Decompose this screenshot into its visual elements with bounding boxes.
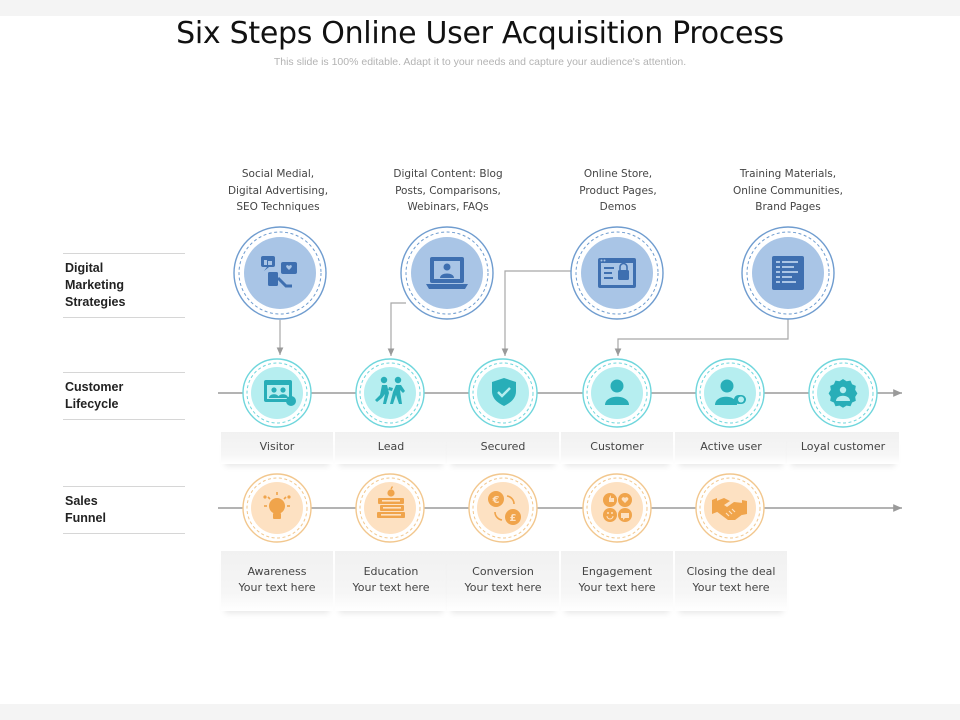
books-icon	[377, 486, 405, 518]
lifecycle-stage-label: Visitor	[221, 432, 333, 464]
visitor-icon	[264, 380, 296, 406]
handshake-icon	[712, 498, 747, 520]
funnel-node	[582, 473, 652, 543]
strategy-node	[233, 226, 327, 320]
lifecycle-stage-label: Active user	[675, 432, 787, 464]
lead-icon	[375, 376, 405, 404]
social-media-icon	[261, 256, 297, 288]
lifecycle-node	[695, 358, 765, 428]
page-subtitle: This slide is 100% editable. Adapt it to…	[273, 56, 687, 68]
svg-text:£: £	[510, 513, 517, 524]
funnel-stage-label: Conversion Your text here	[447, 551, 559, 611]
online-store-icon	[598, 258, 636, 288]
strategy-label: Digital Content: Blog Posts, Comparisons…	[393, 168, 503, 213]
lifecycle-node	[355, 358, 425, 428]
connector-arrow	[614, 318, 789, 356]
funnel-stage-label: Closing the deal Your text here	[675, 551, 787, 611]
currency-exchange-icon: € £	[488, 491, 521, 525]
lightbulb-icon	[263, 492, 291, 519]
lifecycle-stage-label: Loyal customer	[787, 432, 899, 464]
row-label-sales-funnel: Sales Funnel	[63, 486, 185, 534]
lifecycle-node	[582, 358, 652, 428]
customer-icon	[605, 379, 629, 405]
funnel-stage-label: Education Your text here	[335, 551, 447, 611]
document-icon	[772, 256, 804, 290]
strategy-node	[570, 226, 664, 320]
row-label-digital-marketing: Digital Marketing Strategies	[63, 253, 185, 318]
page-title: Six Steps Online User Acquisition Proces…	[176, 16, 784, 51]
strategy-label: Social Medial, Digital Advertising, SEO …	[227, 168, 329, 213]
row-label-customer-lifecycle: Customer Lifecycle	[63, 372, 185, 420]
strategy-node	[400, 226, 494, 320]
funnel-stage-label: Awareness Your text here	[221, 551, 333, 611]
connector-arrow	[387, 302, 406, 356]
strategy-label: Training Materials, Online Communities, …	[733, 168, 843, 213]
engagement-icon	[603, 493, 632, 522]
active-user-icon	[715, 379, 746, 405]
connector-arrow	[501, 270, 578, 356]
lifecycle-stage-label: Secured	[447, 432, 559, 464]
strategy-label: Online Store, Product Pages, Demos	[579, 168, 657, 213]
shield-check-icon	[492, 378, 516, 406]
lifecycle-stage-label: Customer	[561, 432, 673, 464]
funnel-stage-label: Engagement Your text here	[561, 551, 673, 611]
lifecycle-stage-label: Lead	[335, 432, 447, 464]
laptop-user-icon	[426, 257, 468, 289]
strategy-node	[741, 226, 835, 320]
svg-text:€: €	[492, 495, 500, 506]
funnel-node	[468, 473, 538, 543]
loyal-customer-icon	[828, 379, 858, 408]
